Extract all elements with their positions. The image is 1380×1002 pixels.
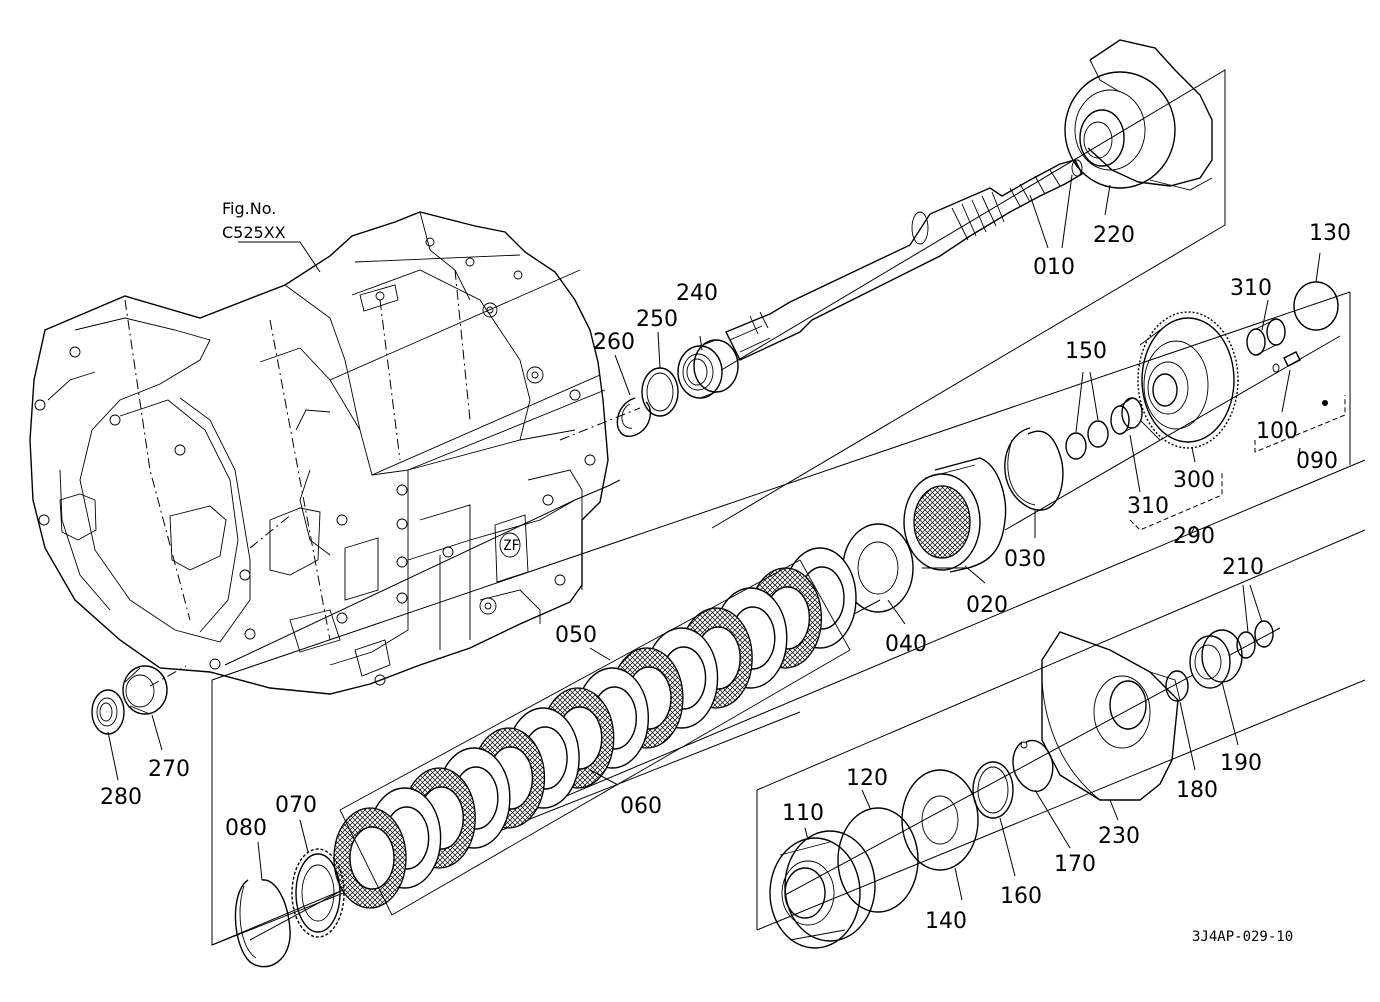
o-ring-130-drawing xyxy=(1293,281,1339,331)
snap-ring-260-drawing xyxy=(616,397,651,437)
clutch-plate-pack xyxy=(333,547,857,916)
part-label-310-upper: 310 xyxy=(1230,276,1272,301)
svg-text:ZF: ZF xyxy=(503,538,520,554)
input-shaft-drawing xyxy=(725,159,1083,361)
clutch-pack-bracket xyxy=(339,559,851,916)
part-label-140: 140 xyxy=(925,909,967,934)
part-label-280: 280 xyxy=(100,785,142,810)
drawing-id: 3J4AP-029-10 xyxy=(1192,929,1293,945)
plate-bore xyxy=(349,826,395,890)
part-label-150: 150 xyxy=(1065,339,1107,364)
clutch-housing-drawing xyxy=(1064,39,1213,191)
part-label-080: 080 xyxy=(225,816,267,841)
seal-270-drawing xyxy=(122,665,168,715)
bushing-310-upper-drawing xyxy=(1246,318,1286,356)
plate-070-drawing xyxy=(291,848,345,938)
part-label-010: 010 xyxy=(1033,255,1075,280)
gear-300-drawing xyxy=(1137,311,1239,449)
snap-ring-080-drawing xyxy=(234,879,291,968)
part-label-290: 290 xyxy=(1173,524,1215,549)
bearing-240-drawing xyxy=(677,339,739,399)
disc-140-drawing xyxy=(901,769,979,871)
seal-280-drawing xyxy=(91,689,125,735)
part-label-040: 040 xyxy=(885,632,927,657)
group-brackets xyxy=(1129,395,1346,537)
part-label-250: 250 xyxy=(636,307,678,332)
part-label-060: 060 xyxy=(620,794,662,819)
part-label-110: 110 xyxy=(782,801,824,826)
part-label-100: 100 xyxy=(1256,419,1298,444)
cover-230-drawing xyxy=(1041,631,1181,801)
part-label-020: 020 xyxy=(966,593,1008,618)
part-label-220: 220 xyxy=(1093,223,1135,248)
part-label-160: 160 xyxy=(1000,884,1042,909)
part-label-230: 230 xyxy=(1098,824,1140,849)
fig-ref-label: Fig.No. xyxy=(222,199,276,218)
part-label-240: 240 xyxy=(676,281,718,306)
part-label-030: 030 xyxy=(1004,547,1046,572)
ring-180-drawing xyxy=(1165,670,1189,702)
part-label-300: 300 xyxy=(1173,468,1215,493)
leader-lines xyxy=(107,174,1321,901)
part-labels: Fig.No. C525XX 010 020 030 040 050 060 0… xyxy=(100,199,1351,945)
part-label-270: 270 xyxy=(148,757,190,782)
part-label-180: 180 xyxy=(1176,778,1218,803)
part-label-310-lower: 310 xyxy=(1127,494,1169,519)
part-label-170: 170 xyxy=(1054,852,1096,877)
bearing-190-drawing xyxy=(1189,629,1243,689)
snap-ring-030-drawing xyxy=(1004,427,1064,511)
drum-020-drawing xyxy=(903,457,1007,573)
pin-100-drawing xyxy=(1272,351,1328,406)
part-label-120: 120 xyxy=(846,766,888,791)
assembly-axes xyxy=(149,69,1366,946)
transmission-housing-drawing: ZF xyxy=(29,211,609,695)
bushing-310-lower-drawing xyxy=(1110,397,1143,435)
fig-ref-code: C525XX xyxy=(222,223,286,242)
rings-210-drawing xyxy=(1236,620,1274,659)
snap-ring-170-drawing xyxy=(1012,739,1054,793)
ring-160-drawing xyxy=(972,761,1014,819)
part-label-070: 070 xyxy=(275,793,317,818)
ring-250-drawing xyxy=(641,367,679,417)
part-label-190: 190 xyxy=(1220,751,1262,776)
part-label-050: 050 xyxy=(555,623,597,648)
part-label-260: 260 xyxy=(593,330,635,355)
rings-150-drawing xyxy=(1065,420,1109,460)
part-label-210: 210 xyxy=(1222,555,1264,580)
part-label-090: 090 xyxy=(1296,449,1338,474)
piston-110-drawing xyxy=(769,830,876,949)
part-label-130: 130 xyxy=(1309,221,1351,246)
